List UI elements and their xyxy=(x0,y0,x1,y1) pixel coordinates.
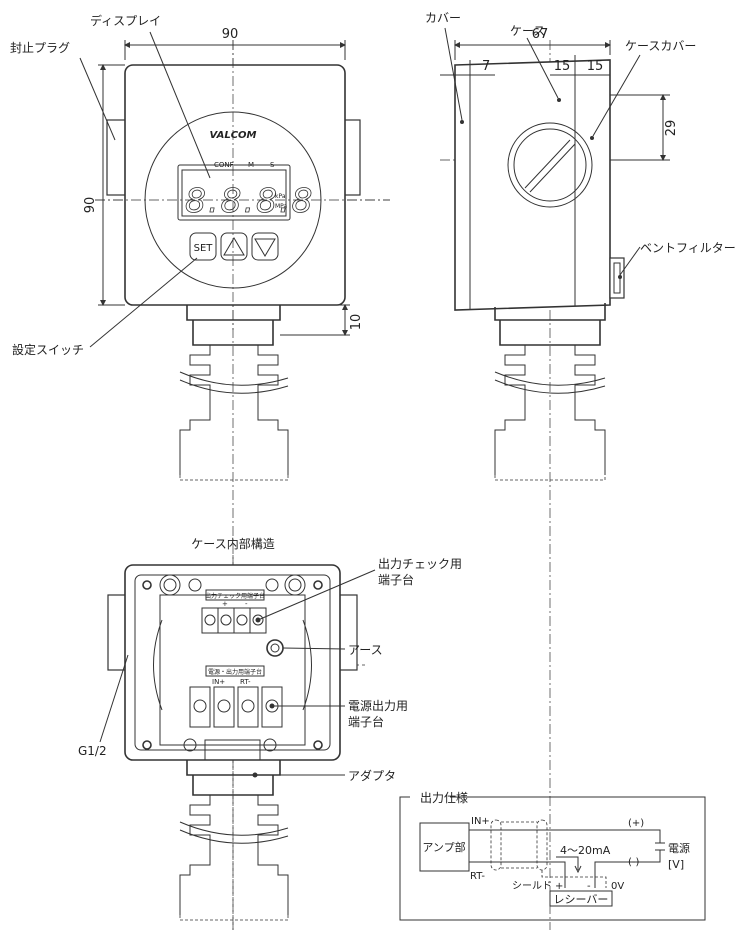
plate-power-in: IN+ xyxy=(212,678,225,686)
unit-mpa: MPa xyxy=(275,203,288,210)
power-plus-label: (+) xyxy=(628,818,644,829)
plate-power-rt: RT- xyxy=(240,678,251,686)
power-label: 電源 xyxy=(668,841,690,855)
brand-logo: VALCOM xyxy=(210,130,257,141)
set-button[interactable]: SET xyxy=(189,232,217,261)
dim-15a: 15 xyxy=(554,59,571,74)
seven-seg-digits: 8.8.8.8 xyxy=(185,181,314,220)
receiver-plus-label: + xyxy=(555,881,563,892)
label-display: ディスプレイ xyxy=(90,13,161,28)
label-case: ケース xyxy=(510,24,545,38)
lcd-display xyxy=(177,164,291,221)
down-button[interactable] xyxy=(251,232,279,261)
plug-left xyxy=(106,119,128,196)
label-adapter: アダプタ xyxy=(348,768,396,783)
case-body xyxy=(124,64,346,306)
internal-view: ケース内部構造 出力チェック用端子台 + - 電源・出力用端子台 IN+ RT- xyxy=(78,536,462,930)
output-spec: 出力仕様 アンプ部 IN+ RT- 4～20mA (+) (-) 電源 [V] … xyxy=(399,791,706,921)
receiver-minus-label: - xyxy=(587,881,591,892)
vent-filter xyxy=(609,257,625,299)
dim-29: 29 xyxy=(664,120,679,137)
front-view: VALCOM CONF M S 8.8.8.8 kPa MPa SET 90 9… xyxy=(10,13,390,930)
label-vent-filter: ベントフィルター xyxy=(640,241,736,255)
display-bezel xyxy=(144,111,322,289)
triangle-up-icon xyxy=(223,237,245,256)
dim-neck: 10 xyxy=(349,314,364,331)
display-tab-s: S xyxy=(270,161,275,169)
rt-minus-label: RT- xyxy=(470,871,485,882)
label-plug: 封止プラグ xyxy=(10,41,70,55)
dim-15b: 15 xyxy=(587,59,604,74)
label-thread: G1/2 xyxy=(78,744,107,758)
label-case-cover: ケースカバー xyxy=(625,39,696,53)
side-view: 67 7 15 15 29 カバー ケース ケースカバー ベントフィルター xyxy=(425,11,736,930)
up-button[interactable] xyxy=(220,232,248,261)
plate-check-minus: - xyxy=(245,600,248,608)
side-plug xyxy=(507,122,593,208)
unit-kpa: kPa xyxy=(275,193,286,200)
amp-box xyxy=(419,822,470,872)
set-label: SET xyxy=(194,243,214,254)
volt-label: [V] xyxy=(668,858,684,871)
internal-title: ケース内部構造 xyxy=(191,536,274,551)
spec-title: 出力仕様 xyxy=(420,791,468,805)
receiver-box xyxy=(549,890,613,907)
label-switch: 設定スイッチ xyxy=(12,342,84,357)
plate-check-plus: + xyxy=(222,600,228,608)
side-case xyxy=(454,59,611,311)
in-plus-label: IN+ xyxy=(471,816,490,827)
label-cover: カバー xyxy=(425,11,461,25)
stem xyxy=(179,345,289,481)
power-minus-label: (-) xyxy=(628,857,640,868)
label-check-terminal-2: 端子台 xyxy=(378,572,414,587)
receiver-label: レシーバー xyxy=(554,893,609,906)
label-check-terminal-1: 出力チェック用 xyxy=(378,557,462,571)
power-terminal-block xyxy=(189,686,283,728)
label-power-terminal-1: 電源出力用 xyxy=(348,699,408,713)
amp-label: アンプ部 xyxy=(422,840,465,854)
label-power-terminal-2: 端子台 xyxy=(348,714,384,729)
dim-depth: 67 xyxy=(532,27,549,42)
plate-power-label: 電源・出力用端子台 xyxy=(208,668,262,676)
dim-cover: 7 xyxy=(482,59,490,74)
shield-label: シールド xyxy=(512,881,552,892)
triangle-down-icon xyxy=(254,238,276,257)
dim-height: 90 xyxy=(83,197,98,214)
display-tab-conf: CONF xyxy=(214,161,234,169)
plate-check-label: 出力チェック用端子台 xyxy=(205,592,265,600)
label-earth: アース xyxy=(348,643,383,657)
check-terminal-block xyxy=(201,607,267,634)
dim-width: 90 xyxy=(222,27,239,42)
display-tab-m: M xyxy=(248,161,254,169)
current-label: 4～20mA xyxy=(560,844,611,857)
zero-v-label: 0V xyxy=(611,881,624,892)
